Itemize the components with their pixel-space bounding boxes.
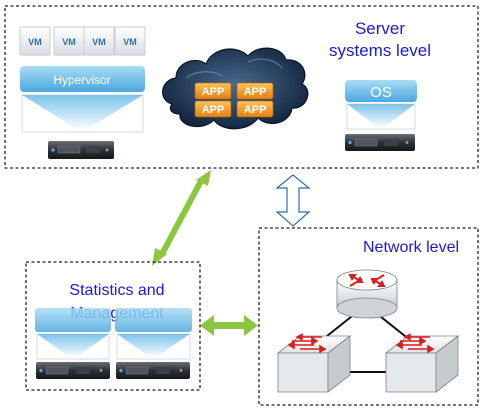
hypervisor-funnel xyxy=(22,95,143,131)
statistics-management-group: Statistics and Management xyxy=(25,261,201,391)
server-systems-level-group: VM VM VM VM Hypervisor xyxy=(4,5,479,169)
app-label: APP xyxy=(202,86,225,98)
outline-double-arrow-server-network xyxy=(275,174,311,227)
hypervisor-label: Hypervisor xyxy=(53,73,110,87)
vm-box: VM xyxy=(83,26,115,56)
vm-box: VM xyxy=(53,26,85,56)
green-double-arrow-stats-network xyxy=(200,315,258,336)
application-cloud: APP APP APP APP xyxy=(162,47,309,130)
network-level-title: Network level xyxy=(363,239,459,256)
stats-level-dashed-border xyxy=(25,261,201,391)
app-badge: APP xyxy=(236,82,274,100)
network-switch-icon xyxy=(276,333,352,393)
app-label: APP xyxy=(244,104,267,116)
stats-bar-right xyxy=(115,308,192,332)
server-chassis xyxy=(48,141,114,159)
app-badge: APP xyxy=(236,100,274,118)
vm-label: VM xyxy=(62,37,76,47)
vm-box: VM xyxy=(19,26,51,56)
hypervisor-bar xyxy=(20,66,145,92)
server-level-title-line1: Server xyxy=(355,19,405,38)
app-badge: APP xyxy=(194,100,232,118)
vm-label: VM xyxy=(92,37,106,47)
vm-label: VM xyxy=(28,37,42,47)
network-switch-icon xyxy=(384,333,460,393)
router-icon xyxy=(336,269,398,319)
stats-funnel-right xyxy=(117,334,190,358)
green-double-arrow-server-stats xyxy=(152,170,211,266)
app-label: APP xyxy=(202,104,225,116)
server-chassis xyxy=(116,362,190,379)
server-level-dashed-border xyxy=(4,5,479,169)
os-funnel xyxy=(347,104,415,128)
stats-bar-left xyxy=(35,308,111,332)
os-bar xyxy=(345,80,417,102)
vm-box: VM xyxy=(114,26,146,56)
os-label: OS xyxy=(370,84,392,101)
server-level-title-line2: systems level xyxy=(329,41,431,60)
cloud-shape xyxy=(162,47,309,130)
stats-funnel-left xyxy=(37,334,109,358)
server-chassis xyxy=(36,362,110,379)
network-level-group: Network level xyxy=(258,227,479,406)
vm-label: VM xyxy=(123,37,137,47)
app-label: APP xyxy=(244,86,267,98)
server-chassis xyxy=(345,134,415,151)
stats-level-title-line1: Statistics and xyxy=(69,282,164,299)
app-badge: APP xyxy=(194,82,232,100)
